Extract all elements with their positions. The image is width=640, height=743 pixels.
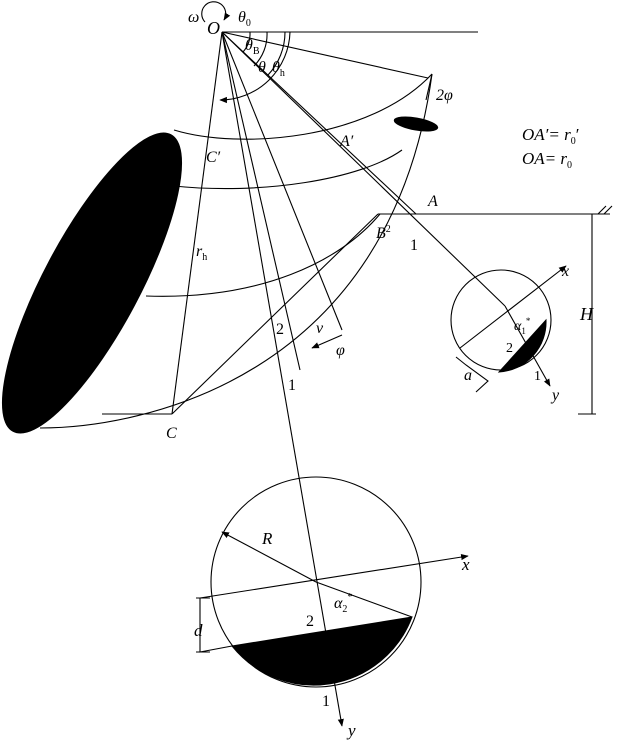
ray-OC xyxy=(171,31,223,415)
small-x-label: x xyxy=(561,263,569,280)
A-label: A xyxy=(427,193,438,210)
one-top-label: 1 xyxy=(410,237,418,254)
mid-curve xyxy=(145,213,381,297)
thetah-label: θh xyxy=(272,59,285,79)
thetaB-label: θB xyxy=(245,37,260,57)
arc-theta xyxy=(253,31,268,67)
big-one-label: 1 xyxy=(322,693,330,710)
ray-OA-prime xyxy=(221,31,417,215)
small-cross-section xyxy=(393,116,439,132)
v-label: v xyxy=(316,320,324,337)
C-label: C xyxy=(166,425,177,442)
small-circle-group xyxy=(450,265,567,393)
phi-label: φ xyxy=(336,342,345,359)
theta-label: θ xyxy=(258,59,266,76)
labels: ω O θ0 θB θ θh 2φ A′ C′ A B2 1 rh 2 v φ … xyxy=(166,9,594,740)
big-circle xyxy=(210,476,422,688)
arc-thetah xyxy=(267,31,286,76)
ray-2phi xyxy=(221,31,429,79)
d-bracket xyxy=(196,597,233,653)
omega-label: ω xyxy=(188,9,199,26)
two-mid-label: 2 xyxy=(276,321,284,338)
C-prime-label: C′ xyxy=(206,149,221,166)
big-y-label: y xyxy=(346,721,356,740)
omega-rotation-arrow xyxy=(201,1,231,23)
angle-arcs xyxy=(201,1,291,104)
small-two-label: 2 xyxy=(506,341,513,356)
tip-edge xyxy=(425,73,433,101)
big-circle-group xyxy=(196,476,469,688)
arc-large xyxy=(219,31,291,104)
outer-curve xyxy=(39,73,433,429)
velocity-arrow xyxy=(311,334,343,349)
big-x-label: x xyxy=(461,555,470,574)
small-circle-segment xyxy=(497,318,547,373)
B2-label: B2 xyxy=(376,224,391,242)
two-phi-label: 2φ xyxy=(436,87,453,104)
small-circle xyxy=(450,269,552,371)
small-x-axis xyxy=(459,265,567,349)
origin-rays xyxy=(171,31,506,727)
big-x-axis xyxy=(199,554,469,599)
alpha2-label: α2* xyxy=(334,592,352,615)
a-label: a xyxy=(464,367,472,384)
arc-thetaB xyxy=(242,31,251,53)
equation-1: OA′= r0′ xyxy=(522,125,579,147)
small-y-axis xyxy=(504,305,551,387)
O-label: O xyxy=(207,18,220,38)
upper-curve xyxy=(173,149,403,190)
A-prime-label: A′ xyxy=(339,133,354,150)
R-label: R xyxy=(261,529,273,548)
ray-v xyxy=(221,31,343,331)
d-label: d xyxy=(194,621,203,640)
big-chord-line xyxy=(315,581,413,618)
a-bracket xyxy=(455,356,489,393)
H-label: H xyxy=(579,304,594,324)
r-h-label: rh xyxy=(196,243,207,263)
line-C-B2 xyxy=(171,213,379,415)
small-one-label: 1 xyxy=(534,369,541,384)
alpha1-label: α1* xyxy=(514,316,531,336)
inner-curve xyxy=(173,73,433,140)
ray-mid xyxy=(221,31,301,371)
big-circle-segment xyxy=(231,616,413,686)
one-mid-label: 1 xyxy=(288,377,296,394)
H-bracket xyxy=(578,213,596,415)
theta0-label: θ0 xyxy=(238,9,251,29)
small-y-label: y xyxy=(550,387,560,404)
cross-section-ellipse xyxy=(1,132,183,434)
equation-2: OA= r0 xyxy=(522,149,572,171)
failure-surface xyxy=(1,73,613,434)
big-two-label: 2 xyxy=(306,613,314,630)
ray-big-circle-y-axis xyxy=(221,31,344,727)
radius-arrow xyxy=(221,531,317,583)
ground-hatch xyxy=(592,205,613,215)
